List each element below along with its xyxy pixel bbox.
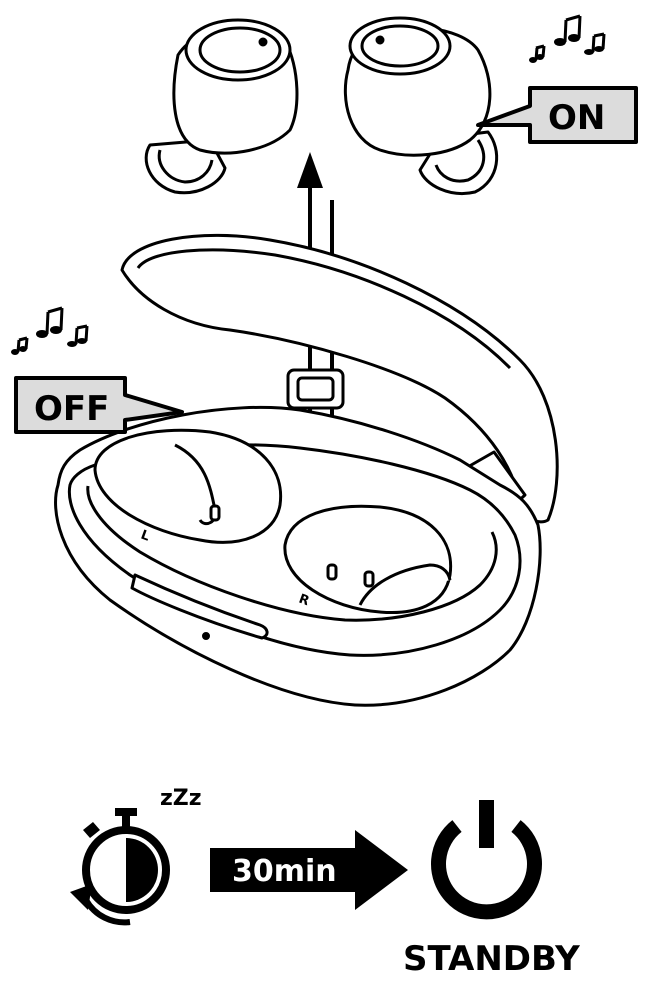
on-callout: ON xyxy=(476,86,638,144)
music-notes-icon xyxy=(11,306,89,355)
left-earbud xyxy=(144,18,299,195)
charging-case xyxy=(54,233,559,707)
off-callout: OFF xyxy=(14,376,184,434)
on-label: ON xyxy=(548,98,605,138)
off-label: OFF xyxy=(34,389,109,429)
sleep-label: zZz xyxy=(160,786,202,811)
right-earbud xyxy=(343,16,499,195)
right-arrow-icon: 30min xyxy=(210,830,408,910)
stopwatch-icon xyxy=(70,808,170,926)
power-icon xyxy=(431,800,542,920)
standby-label: STANDBY xyxy=(403,939,580,979)
timer-duration: 30min xyxy=(232,854,337,889)
right-slot-label: R xyxy=(297,592,312,610)
music-notes-icon xyxy=(529,14,606,63)
